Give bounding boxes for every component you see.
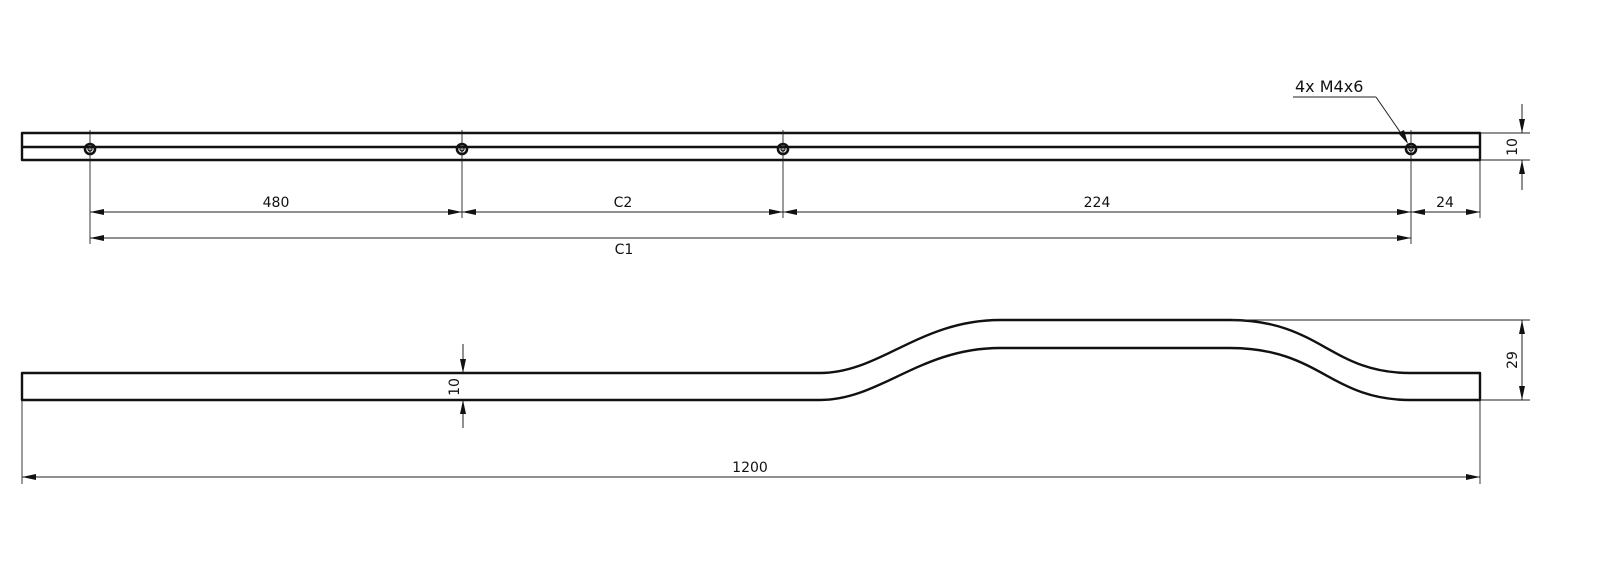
dimension-c1: C1 (90, 235, 1411, 258)
dimension-offset-29: 29 (1232, 319, 1530, 401)
dimension-thickness-10: 10 (447, 344, 466, 428)
dimension-c2: C2 (462, 195, 783, 215)
side-view-profile (20, 318, 1482, 402)
hole-callout-label: 4x M4x6 (1295, 77, 1363, 96)
dimension-label-224: 224 (1084, 195, 1111, 211)
dimension-label-c2: C2 (614, 195, 633, 211)
dimension-480: 480 (90, 195, 462, 215)
dimension-height-10: 10 (1480, 104, 1530, 190)
extension-lines (89, 130, 1481, 244)
dimension-label-length-1200: 1200 (732, 460, 768, 476)
dimension-24: 24 (1411, 195, 1480, 215)
dimension-label-thickness-10: 10 (447, 378, 463, 396)
dimension-label-height-10: 10 (1505, 138, 1521, 156)
side-view: 10 29 1200 (20, 318, 1530, 484)
dimension-label-480: 480 (263, 195, 290, 211)
dimension-224: 224 (783, 195, 1411, 215)
dimension-length-1200: 1200 (21, 400, 1481, 484)
top-view: 480 C2 224 24 C1 (20, 77, 1530, 258)
dimension-label-c1: C1 (615, 242, 634, 258)
dimension-label-24: 24 (1436, 195, 1454, 211)
hole-callout: 4x M4x6 (1293, 77, 1408, 144)
dimension-label-offset-29: 29 (1505, 351, 1521, 369)
